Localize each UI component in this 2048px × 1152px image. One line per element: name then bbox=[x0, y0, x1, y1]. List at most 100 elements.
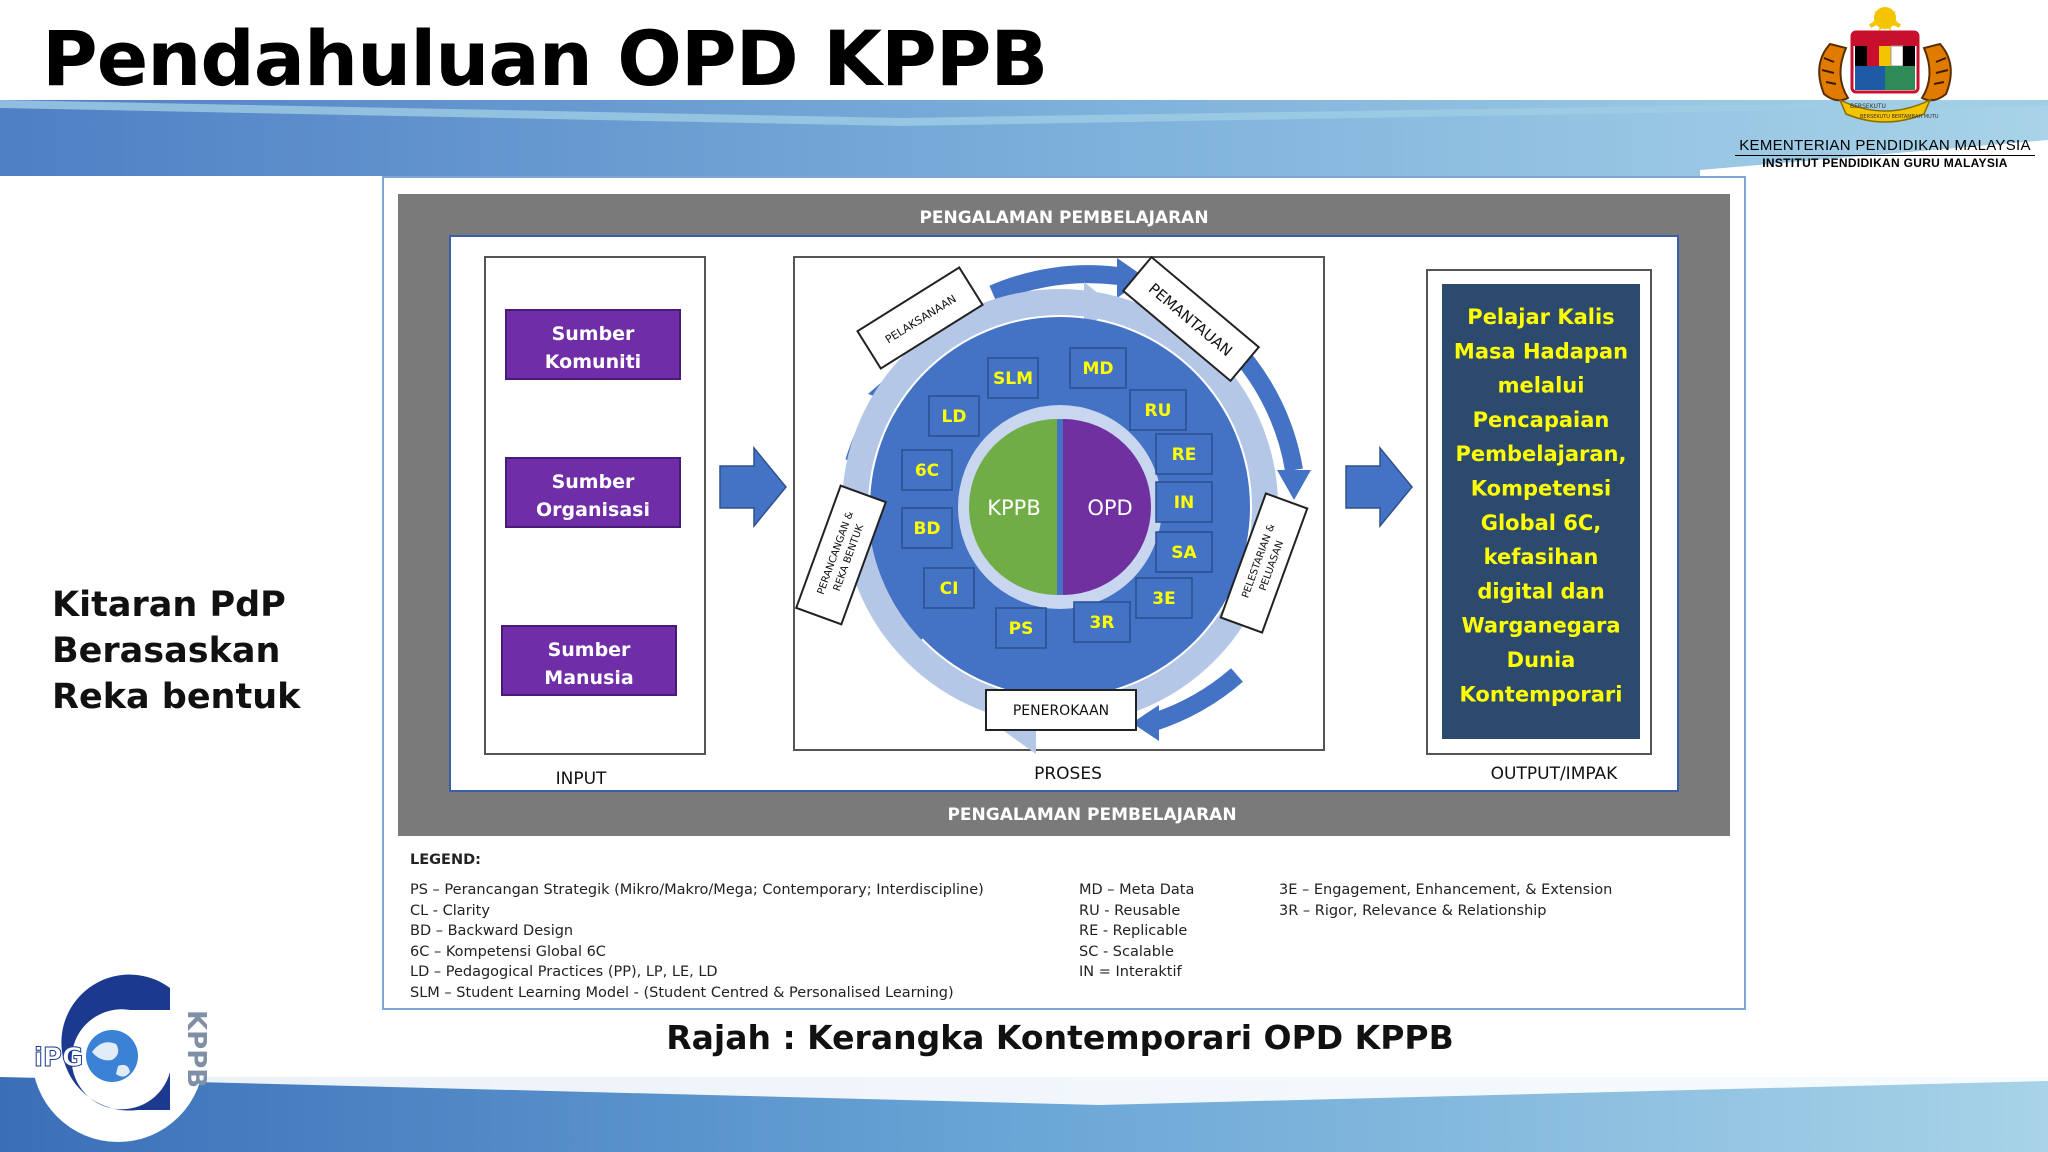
box-3e-label: 3E bbox=[1152, 589, 1175, 609]
crest-scroll-left: BERSEKUTU bbox=[1850, 103, 1886, 110]
input-box-2 bbox=[505, 457, 681, 528]
arrow-process-to-output bbox=[1345, 445, 1413, 529]
legend-entry: CL - Clarity bbox=[410, 902, 490, 919]
input-label: INPUT bbox=[556, 769, 607, 789]
box-ci-label: CI bbox=[940, 579, 959, 599]
output-line: Kontemporari bbox=[1460, 682, 1623, 706]
input-box-1 bbox=[505, 309, 681, 380]
box-3r-label: 3R bbox=[1090, 613, 1115, 633]
legend-title: LEGEND: bbox=[410, 852, 481, 868]
stage-perancangan: PERANCANGAN &REKA BENTUK bbox=[794, 484, 888, 626]
box-sa bbox=[1155, 531, 1213, 573]
arrow-input-to-process bbox=[719, 445, 787, 529]
inner-arrowhead-top bbox=[1084, 282, 1114, 330]
center-ring bbox=[958, 405, 1162, 609]
legend-entry: RE - Replicable bbox=[1079, 923, 1188, 939]
legend-entry: IN = Interaktif bbox=[1079, 964, 1182, 980]
framework-diagram: PENGALAMAN PEMBELAJARAN PENGALAMAN PEMBE… bbox=[398, 194, 1730, 836]
box-3r bbox=[1073, 601, 1131, 643]
box-3e bbox=[1135, 577, 1193, 619]
box-re bbox=[1155, 433, 1213, 475]
box-ld-label: LD bbox=[942, 407, 967, 427]
output-line: Kompetensi bbox=[1471, 477, 1611, 501]
legend-col3: 3E – Engagement, Enhancement, & Extensio… bbox=[1279, 880, 1612, 921]
box-ld bbox=[928, 395, 980, 437]
ministry-line1: KEMENTERIAN PENDIDIKAN MALAYSIA bbox=[1735, 137, 2035, 156]
output-line: Pembelajaran, bbox=[1456, 442, 1627, 466]
proses-label: PROSES bbox=[1034, 764, 1102, 784]
figure-caption: Rajah : Kerangka Kontemporari OPD KPPB bbox=[666, 1018, 1454, 1057]
box-ci bbox=[923, 567, 975, 609]
output-panel bbox=[1442, 284, 1640, 739]
output-line: melalui bbox=[1498, 374, 1585, 398]
legend-col1: PS – Perancangan Strategik (Mikro/Makro/… bbox=[410, 880, 984, 1003]
box-md-label: MD bbox=[1082, 359, 1113, 379]
svg-text:PENEROKAAN: PENEROKAAN bbox=[1013, 703, 1109, 719]
kppb-vertical-text: KPPB bbox=[181, 1010, 211, 1088]
ipg-kppb-logo: iPG KPPB bbox=[32, 970, 211, 1142]
box-ps bbox=[995, 607, 1047, 649]
ipg-text: iPG bbox=[34, 1043, 83, 1073]
coat-of-arms-logo: BERSEKUTU BERSEKUTU BERTAMBAH MUTU bbox=[1818, 6, 1952, 123]
stage-labels: PELAKSANAAN PEMANTAUAN PERANCANGAN &REKA… bbox=[794, 255, 1309, 731]
box-bd-label: BD bbox=[913, 519, 940, 539]
box-in-label: IN bbox=[1174, 493, 1195, 513]
box-ru bbox=[1129, 389, 1187, 431]
box-slm-label: SLM bbox=[993, 369, 1033, 389]
header-top: PENGALAMAN PEMBELAJARAN bbox=[919, 208, 1208, 228]
center-kppb-half bbox=[969, 419, 1057, 595]
legend-col2: MD – Meta Data RU - Reusable RE - Replicab… bbox=[1079, 880, 1194, 983]
legend-entry: SC - Scalable bbox=[1079, 943, 1174, 960]
cycle-arrow-top bbox=[989, 265, 1120, 303]
top-band bbox=[0, 100, 2048, 176]
box-in bbox=[1155, 481, 1213, 523]
box-6c-label: 6C bbox=[915, 461, 939, 481]
box-ps-label: PS bbox=[1009, 619, 1034, 639]
output-label: OUTPUT/IMPAK bbox=[1491, 764, 1618, 784]
legend-entry: BD – Backward Design bbox=[410, 923, 574, 939]
legend-entry: 6C – Kompetensi Global 6C bbox=[410, 943, 606, 960]
box-6c bbox=[901, 449, 953, 491]
box-ru-label: RU bbox=[1145, 401, 1172, 421]
output-line: Global 6C, bbox=[1481, 511, 1602, 535]
center-label-kppb: KPPB bbox=[987, 496, 1041, 520]
output-line: Masa Hadapan bbox=[1454, 339, 1628, 363]
input-box-3 bbox=[501, 625, 677, 696]
output-line: Pelajar Kalis bbox=[1467, 305, 1614, 329]
crest-scroll-bottom: BERSEKUTU BERTAMBAH MUTU bbox=[1860, 114, 1939, 120]
framework-figure: PENGALAMAN PEMBELAJARAN PENGALAMAN PEMBE… bbox=[382, 176, 1746, 1010]
stage-penerokaan: PENEROKAAN bbox=[985, 689, 1137, 731]
legend-entry: 3R – Rigor, Relevance & Relationship bbox=[1279, 902, 1547, 919]
center-label-opd: OPD bbox=[1087, 496, 1132, 520]
output-line: Warganegara bbox=[1461, 614, 1620, 638]
side-text: Kitaran PdP Berasaskan Reka bentuk bbox=[52, 585, 301, 717]
legend-entry: PS – Perancangan Strategik (Mikro/Makro/… bbox=[410, 882, 984, 898]
output-line: Pencapaian bbox=[1473, 408, 1610, 432]
legend-entry: LD – Pedagogical Practices (PP), LP, LE,… bbox=[410, 964, 718, 980]
box-re-label: RE bbox=[1172, 445, 1197, 465]
ministry-label: KEMENTERIAN PENDIDIKAN MALAYSIA INSTITUT… bbox=[1735, 137, 2035, 170]
output-line: Dunia bbox=[1507, 648, 1576, 672]
arrowhead-right bbox=[1277, 470, 1311, 500]
legend-entry: MD – Meta Data bbox=[1079, 882, 1195, 898]
box-bd bbox=[901, 507, 953, 549]
arrowhead-top bbox=[1117, 258, 1146, 298]
arrowhead-bottom bbox=[1132, 705, 1159, 741]
box-slm bbox=[987, 357, 1039, 399]
ministry-line2: INSTITUT PENDIDIKAN GURU MALAYSIA bbox=[1762, 156, 2008, 170]
box-md bbox=[1069, 347, 1127, 389]
bottom-band bbox=[0, 1077, 2048, 1152]
right-abbrev-boxes: MD RU RE IN SA 3E 3R bbox=[1069, 347, 1213, 643]
left-abbrev-boxes: SLM LD 6C BD CI PS bbox=[901, 357, 1047, 649]
legend-entry: 3E – Engagement, Enhancement, & Extensio… bbox=[1279, 882, 1613, 898]
ipg-g-shape bbox=[61, 974, 171, 1111]
box-sa-label: SA bbox=[1171, 543, 1197, 563]
legend-entry: RU - Reusable bbox=[1079, 902, 1181, 919]
legend-entry: SLM – Student Learning Model - (Student … bbox=[410, 984, 954, 1001]
header-bottom: PENGALAMAN PEMBELAJARAN bbox=[947, 805, 1236, 825]
